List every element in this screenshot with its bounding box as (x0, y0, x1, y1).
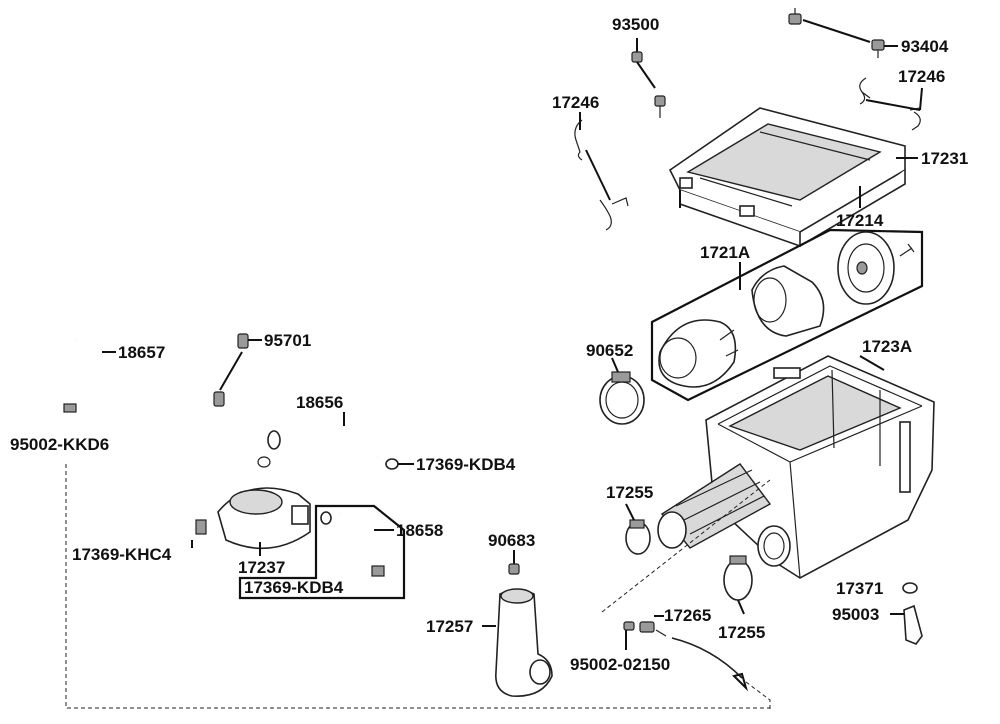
callout-1721A: 1721A (700, 243, 750, 262)
callout-18657: 18657 (118, 343, 165, 362)
callout-17369-KDB4-top: 17369-KDB4 (416, 455, 516, 474)
hose-18656 (267, 412, 414, 470)
callout-1723A: 1723A (862, 337, 912, 356)
bolt-93404 (788, 8, 898, 58)
callout-17257: 17257 (426, 617, 473, 636)
group-box-1721A (650, 228, 924, 402)
hose-17265 (601, 479, 771, 712)
callout-17369-KDB4-box: 17369-KDB4 (244, 578, 344, 597)
callout-95002-KKD6: 95002-KKD6 (10, 435, 109, 454)
callout-90683: 90683 (488, 531, 535, 550)
clip-17246-right (859, 77, 923, 131)
intake-17257 (482, 588, 553, 697)
callout-17255-left: 17255 (606, 483, 653, 502)
callout-17246-left: 17246 (552, 93, 599, 112)
airbox-1723A (705, 355, 935, 579)
separator-17237 (195, 456, 311, 556)
callout-17231: 17231 (921, 149, 968, 168)
callout-90652: 90652 (586, 341, 633, 360)
screw-90683 (508, 550, 520, 575)
drain-17371 (890, 582, 923, 645)
callout-95701: 95701 (264, 331, 311, 350)
clamp-17255-right (723, 555, 753, 615)
callout-95003: 95003 (832, 605, 879, 624)
clamp-90652 (599, 357, 645, 425)
callout-17214: 17214 (836, 211, 884, 230)
callout-17255-right: 17255 (718, 623, 765, 642)
group-box-18658 (238, 504, 406, 600)
filter-element (658, 231, 915, 388)
callout-95002-02150: 95002-02150 (570, 655, 670, 674)
bolt-95701 (213, 333, 262, 407)
callout-17371: 17371 (836, 579, 883, 598)
callout-93404: 93404 (901, 37, 949, 56)
callout-93500: 93500 (612, 15, 659, 34)
callout-17265: 17265 (664, 606, 711, 625)
clip-17246-left (574, 112, 629, 231)
intake-duct (657, 463, 791, 567)
callout-18656: 18656 (296, 393, 343, 412)
bolt-93500 (631, 38, 666, 118)
arrow-head (732, 672, 749, 692)
clamp-17255-left (625, 503, 651, 555)
callout-17369-KHC4: 17369-KHC4 (72, 545, 172, 564)
callout-18658: 18658 (396, 521, 443, 540)
callout-17246-right: 17246 (898, 67, 945, 86)
hose-18657 (63, 322, 198, 535)
hose-18658 (320, 511, 394, 577)
cover-17231 (668, 107, 906, 248)
callout-17237: 17237 (238, 558, 285, 577)
